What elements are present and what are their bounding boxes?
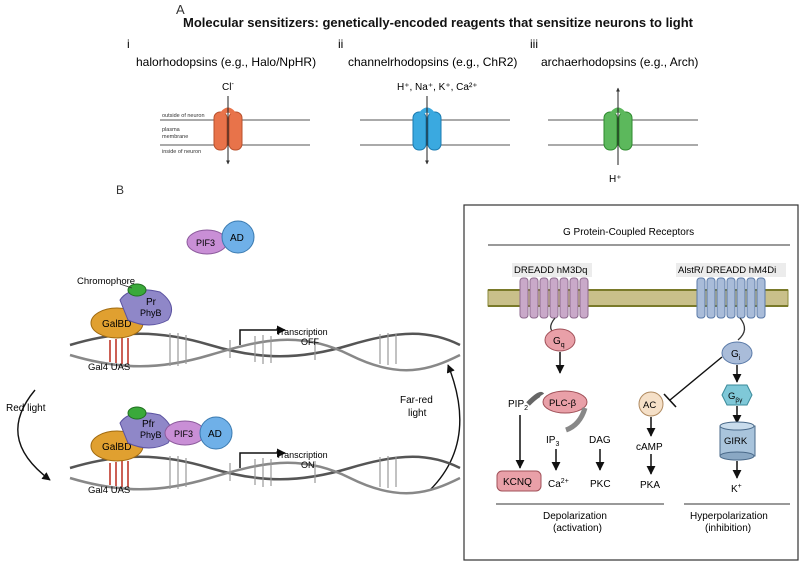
far-red-label-2: light bbox=[408, 408, 427, 419]
hm4di-receptor bbox=[696, 277, 766, 319]
plc-label: PLC-β bbox=[549, 398, 577, 409]
chr2-ion-label: H⁺, Na⁺, K⁺, Ca²⁺ bbox=[397, 82, 478, 93]
depol-label-1: Depolarization bbox=[543, 511, 607, 522]
inside-label: inside of neuron bbox=[162, 149, 201, 155]
uas-bottom-label: Gal4 UAS bbox=[88, 485, 130, 496]
far-red-arrow bbox=[429, 364, 461, 491]
pkc-label: PKC bbox=[590, 479, 611, 490]
chromophore-top bbox=[127, 283, 147, 297]
plc-feedback-arrow bbox=[565, 407, 588, 433]
hm4di-label: AlstR/ DREADD hM4Di bbox=[678, 265, 776, 276]
ad-top-label: AD bbox=[230, 233, 244, 244]
gi-node bbox=[721, 341, 753, 365]
gi-label: Gi bbox=[731, 349, 741, 362]
pfr-bottom-label: Pfr bbox=[142, 419, 155, 430]
gq-label: Gq bbox=[553, 336, 565, 349]
transcription-top-label: Transcription bbox=[276, 327, 328, 337]
transcription-bottom-state: ON bbox=[301, 460, 315, 470]
gi-inhibit-bar bbox=[663, 393, 677, 408]
red-light-label: Red light bbox=[6, 403, 46, 414]
gpcr-panel-border bbox=[463, 204, 799, 561]
transcription-bottom-arrow bbox=[239, 448, 286, 468]
ac-node bbox=[638, 391, 664, 417]
transcription-bottom-label: Transcription bbox=[276, 450, 328, 460]
chromophore-label: Chromophore bbox=[77, 276, 135, 287]
chromophore-pointer bbox=[119, 283, 133, 289]
depol-label-2: (activation) bbox=[553, 523, 602, 534]
numeral-ii: ii bbox=[338, 37, 343, 51]
hyper-label-1: Hyperpolarization bbox=[690, 511, 768, 522]
chromophore-bottom bbox=[127, 406, 147, 420]
kcnq-node bbox=[496, 470, 542, 492]
outside-label: outside of neuron bbox=[162, 113, 205, 119]
galbd-top-label: GalBD bbox=[102, 319, 131, 330]
membrane-label-1: plasma bbox=[162, 127, 181, 133]
pip2-label: PIP2 bbox=[508, 399, 528, 412]
plc-node bbox=[542, 390, 588, 414]
membrane-label-2: membrane bbox=[162, 134, 188, 140]
k-label: K+ bbox=[731, 483, 742, 495]
dag-label: DAG bbox=[589, 435, 611, 446]
archaerhodopsin-label: archaerhodopsins (e.g., Arch) bbox=[541, 55, 698, 69]
channelrhodopsin-label: channelrhodopsins (e.g., ChR2) bbox=[348, 55, 517, 69]
numeral-i: i bbox=[127, 37, 130, 51]
ca-label: Ca2+ bbox=[548, 478, 569, 490]
panel-a: A Molecular sensitizers: genetically-enc… bbox=[116, 2, 698, 197]
hm4di-tail bbox=[737, 317, 746, 341]
gi-inhibits-ac bbox=[669, 356, 723, 401]
halorhodopsin-label: halorhodopsins (e.g., Halo/NpHR) bbox=[136, 55, 316, 69]
pip2-to-plc-arrow bbox=[526, 391, 545, 406]
galbd-bottom-label: GalBD bbox=[102, 442, 131, 453]
hm3dq-label-box bbox=[512, 263, 592, 277]
halo-ion-label: Cl- bbox=[222, 81, 234, 93]
dna-helix-top bbox=[69, 332, 461, 372]
arch-ion-label: H⁺ bbox=[609, 174, 622, 185]
transcription-top-arrow bbox=[239, 325, 286, 345]
girk-node bbox=[719, 421, 756, 461]
red-light-arrow bbox=[17, 389, 51, 481]
channelrhodopsin-channel bbox=[412, 107, 442, 151]
camp-label: cAMP bbox=[636, 442, 663, 453]
ip3-label: IP3 bbox=[546, 435, 559, 448]
ad-top bbox=[221, 220, 255, 254]
pif3-bottom-label: PIF3 bbox=[174, 429, 193, 439]
gpcr-title: G Protein-Coupled Receptors bbox=[563, 227, 694, 238]
pka-label: PKA bbox=[640, 480, 660, 491]
phyb-bottom-label: PhyB bbox=[140, 430, 162, 440]
hyper-label-2: (inhibition) bbox=[705, 523, 751, 534]
dna-helix-bottom bbox=[69, 455, 461, 495]
uas-top-label: Gal4 UAS bbox=[88, 362, 130, 373]
far-red-label-1: Far-red bbox=[400, 395, 433, 406]
kcnq-label: KCNQ bbox=[503, 477, 532, 488]
gpcr-panel: G Protein-Coupled Receptors DREADD hM3Dq… bbox=[463, 204, 799, 561]
gby-node bbox=[721, 384, 753, 406]
ad-bottom bbox=[199, 416, 233, 450]
gby-label: Gβγ bbox=[728, 391, 743, 404]
hm3dq-label: DREADD hM3Dq bbox=[514, 265, 587, 276]
hm3dq-receptor bbox=[519, 277, 589, 319]
phyb-top-label: PhyB bbox=[140, 308, 162, 318]
panel-a-letter: A bbox=[176, 2, 185, 17]
girk-label: GIRK bbox=[724, 436, 748, 447]
transcription-top-state: OFF bbox=[301, 337, 319, 347]
panel-a-title: Molecular sensitizers: genetically-encod… bbox=[183, 15, 694, 30]
hm4di-label-box bbox=[676, 263, 786, 277]
ac-label: AC bbox=[643, 400, 656, 411]
pif3-top-label: PIF3 bbox=[196, 238, 215, 248]
panel-b-optogenetic-switch: GalBD Chromophore Pr PhyB PIF3 AD Transc… bbox=[6, 220, 461, 496]
panel-b-letter: B bbox=[116, 183, 124, 197]
numeral-iii: iii bbox=[530, 37, 538, 51]
pr-top-label: Pr bbox=[146, 297, 157, 308]
gq-node bbox=[544, 328, 576, 352]
ad-bottom-label: AD bbox=[208, 429, 222, 440]
